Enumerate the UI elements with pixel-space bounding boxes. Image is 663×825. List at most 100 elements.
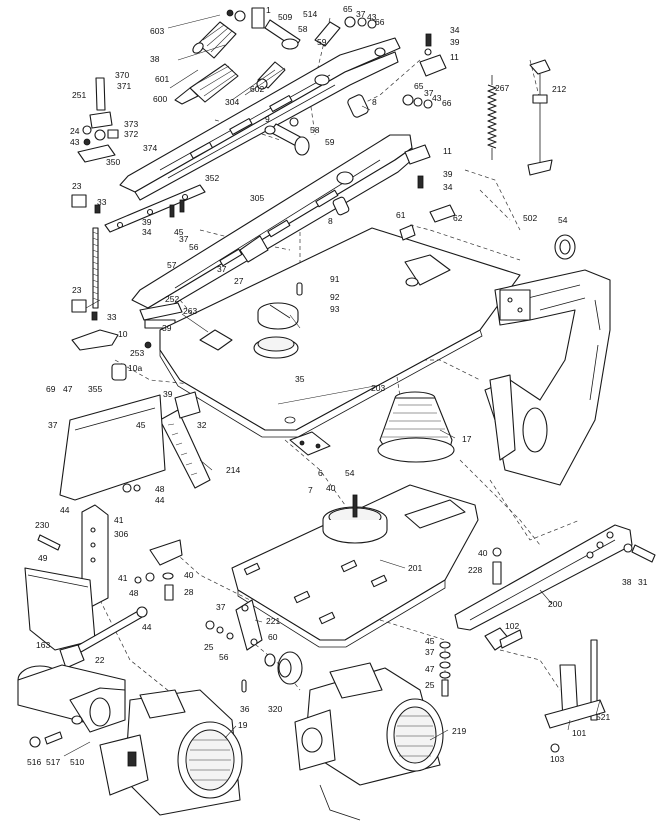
motor-19 xyxy=(99,689,243,816)
label-56: 56 xyxy=(189,242,199,252)
label-41: 41 xyxy=(114,515,124,525)
bushing-8b xyxy=(332,196,350,216)
label-34c: 34 xyxy=(142,227,152,237)
label-59b: 59 xyxy=(325,137,335,147)
label-44: 44 xyxy=(155,495,165,505)
knob-61-62 xyxy=(399,204,456,241)
label-101: 101 xyxy=(572,728,586,738)
label-54: 54 xyxy=(558,215,568,225)
label-23: 23 xyxy=(72,181,82,191)
hardware-516-517 xyxy=(29,731,63,748)
upper-arm-304 xyxy=(119,37,401,201)
motor-extension-510 xyxy=(17,664,126,733)
frame-502 xyxy=(484,269,611,486)
label-56b: 56 xyxy=(219,652,229,662)
clamp-23-lower xyxy=(71,299,98,321)
hardware-25-56 xyxy=(205,620,234,640)
label-9: 9 xyxy=(265,114,270,124)
label-23b: 23 xyxy=(72,285,82,295)
label-1: 1 xyxy=(266,5,271,15)
plate-6 xyxy=(289,431,331,456)
label-93: 93 xyxy=(330,304,340,314)
label-43b: 43 xyxy=(432,93,442,103)
hardware-40-28 xyxy=(162,572,174,601)
label-54b: 54 xyxy=(345,468,355,478)
knob-22 xyxy=(59,644,85,669)
label-34: 34 xyxy=(450,25,460,35)
work-table-203 xyxy=(159,227,521,438)
lower-arm-305 xyxy=(131,134,415,316)
slider-514 xyxy=(314,21,341,47)
link-221 xyxy=(235,599,263,651)
hardware-48 xyxy=(122,483,141,493)
label-374: 374 xyxy=(143,143,157,153)
label-27: 27 xyxy=(234,276,244,286)
label-8: 8 xyxy=(372,97,377,107)
label-39d: 39 xyxy=(162,323,172,333)
label-66: 66 xyxy=(375,17,385,27)
turntable-7 xyxy=(322,494,388,544)
label-57: 57 xyxy=(167,260,177,270)
label-352: 352 xyxy=(205,173,219,183)
handle-370 xyxy=(82,77,113,146)
label-306: 306 xyxy=(114,529,128,539)
label-40c: 40 xyxy=(184,570,194,580)
label-69: 69 xyxy=(46,384,56,394)
label-305: 305 xyxy=(250,193,264,203)
label-32: 32 xyxy=(197,420,207,430)
label-10a: 10a xyxy=(128,363,142,373)
label-7: 7 xyxy=(308,485,313,495)
label-47: 47 xyxy=(63,384,73,394)
label-600: 600 xyxy=(153,94,167,104)
bolt-228 xyxy=(492,547,502,585)
label-263: 263 xyxy=(183,306,197,316)
label-163: 163 xyxy=(36,640,50,650)
label-48b: 48 xyxy=(129,588,139,598)
label-39b: 39 xyxy=(443,169,453,179)
label-267: 267 xyxy=(495,83,509,93)
label-37f: 37 xyxy=(216,602,226,612)
label-62: 62 xyxy=(453,213,463,223)
bellows-601 xyxy=(192,21,237,59)
label-58: 58 xyxy=(298,24,308,34)
clamp-11-upper xyxy=(419,33,447,77)
guard-355 xyxy=(59,394,166,501)
label-601: 601 xyxy=(155,74,169,84)
label-92: 92 xyxy=(330,292,340,302)
label-45: 45 xyxy=(174,227,184,237)
washer-65-group xyxy=(344,16,377,29)
motor-219 xyxy=(294,662,444,821)
label-22: 22 xyxy=(95,655,105,665)
label-212: 212 xyxy=(552,84,566,94)
label-370: 370 xyxy=(115,70,129,80)
stand-521 xyxy=(544,639,606,753)
spring-267 xyxy=(487,75,497,160)
label-39e: 39 xyxy=(163,389,173,399)
clamp-23-upper xyxy=(71,194,101,214)
label-509: 509 xyxy=(278,12,292,22)
bushing-54-top xyxy=(554,234,576,260)
label-6: 6 xyxy=(318,468,323,478)
dust-bellows-17 xyxy=(377,391,455,463)
label-603: 603 xyxy=(150,26,164,36)
label-61: 61 xyxy=(396,210,406,220)
label-44b: 44 xyxy=(60,505,70,515)
label-24: 24 xyxy=(70,126,80,136)
label-514: 514 xyxy=(303,9,317,19)
label-40b: 40 xyxy=(478,548,488,558)
label-37e: 37 xyxy=(48,420,58,430)
label-25b: 25 xyxy=(425,680,435,690)
label-33b: 33 xyxy=(107,312,117,322)
label-58b: 58 xyxy=(310,125,320,135)
label-37: 37 xyxy=(356,9,366,19)
washer-65-right xyxy=(402,94,433,109)
label-39c: 39 xyxy=(142,217,152,227)
label-221: 221 xyxy=(266,616,280,626)
label-203: 203 xyxy=(371,383,385,393)
label-66b: 66 xyxy=(442,98,452,108)
label-37c: 37 xyxy=(179,234,189,244)
label-371: 371 xyxy=(117,81,131,91)
label-502: 502 xyxy=(523,213,537,223)
cylinder-10a xyxy=(111,363,127,381)
label-8b: 8 xyxy=(328,216,333,226)
